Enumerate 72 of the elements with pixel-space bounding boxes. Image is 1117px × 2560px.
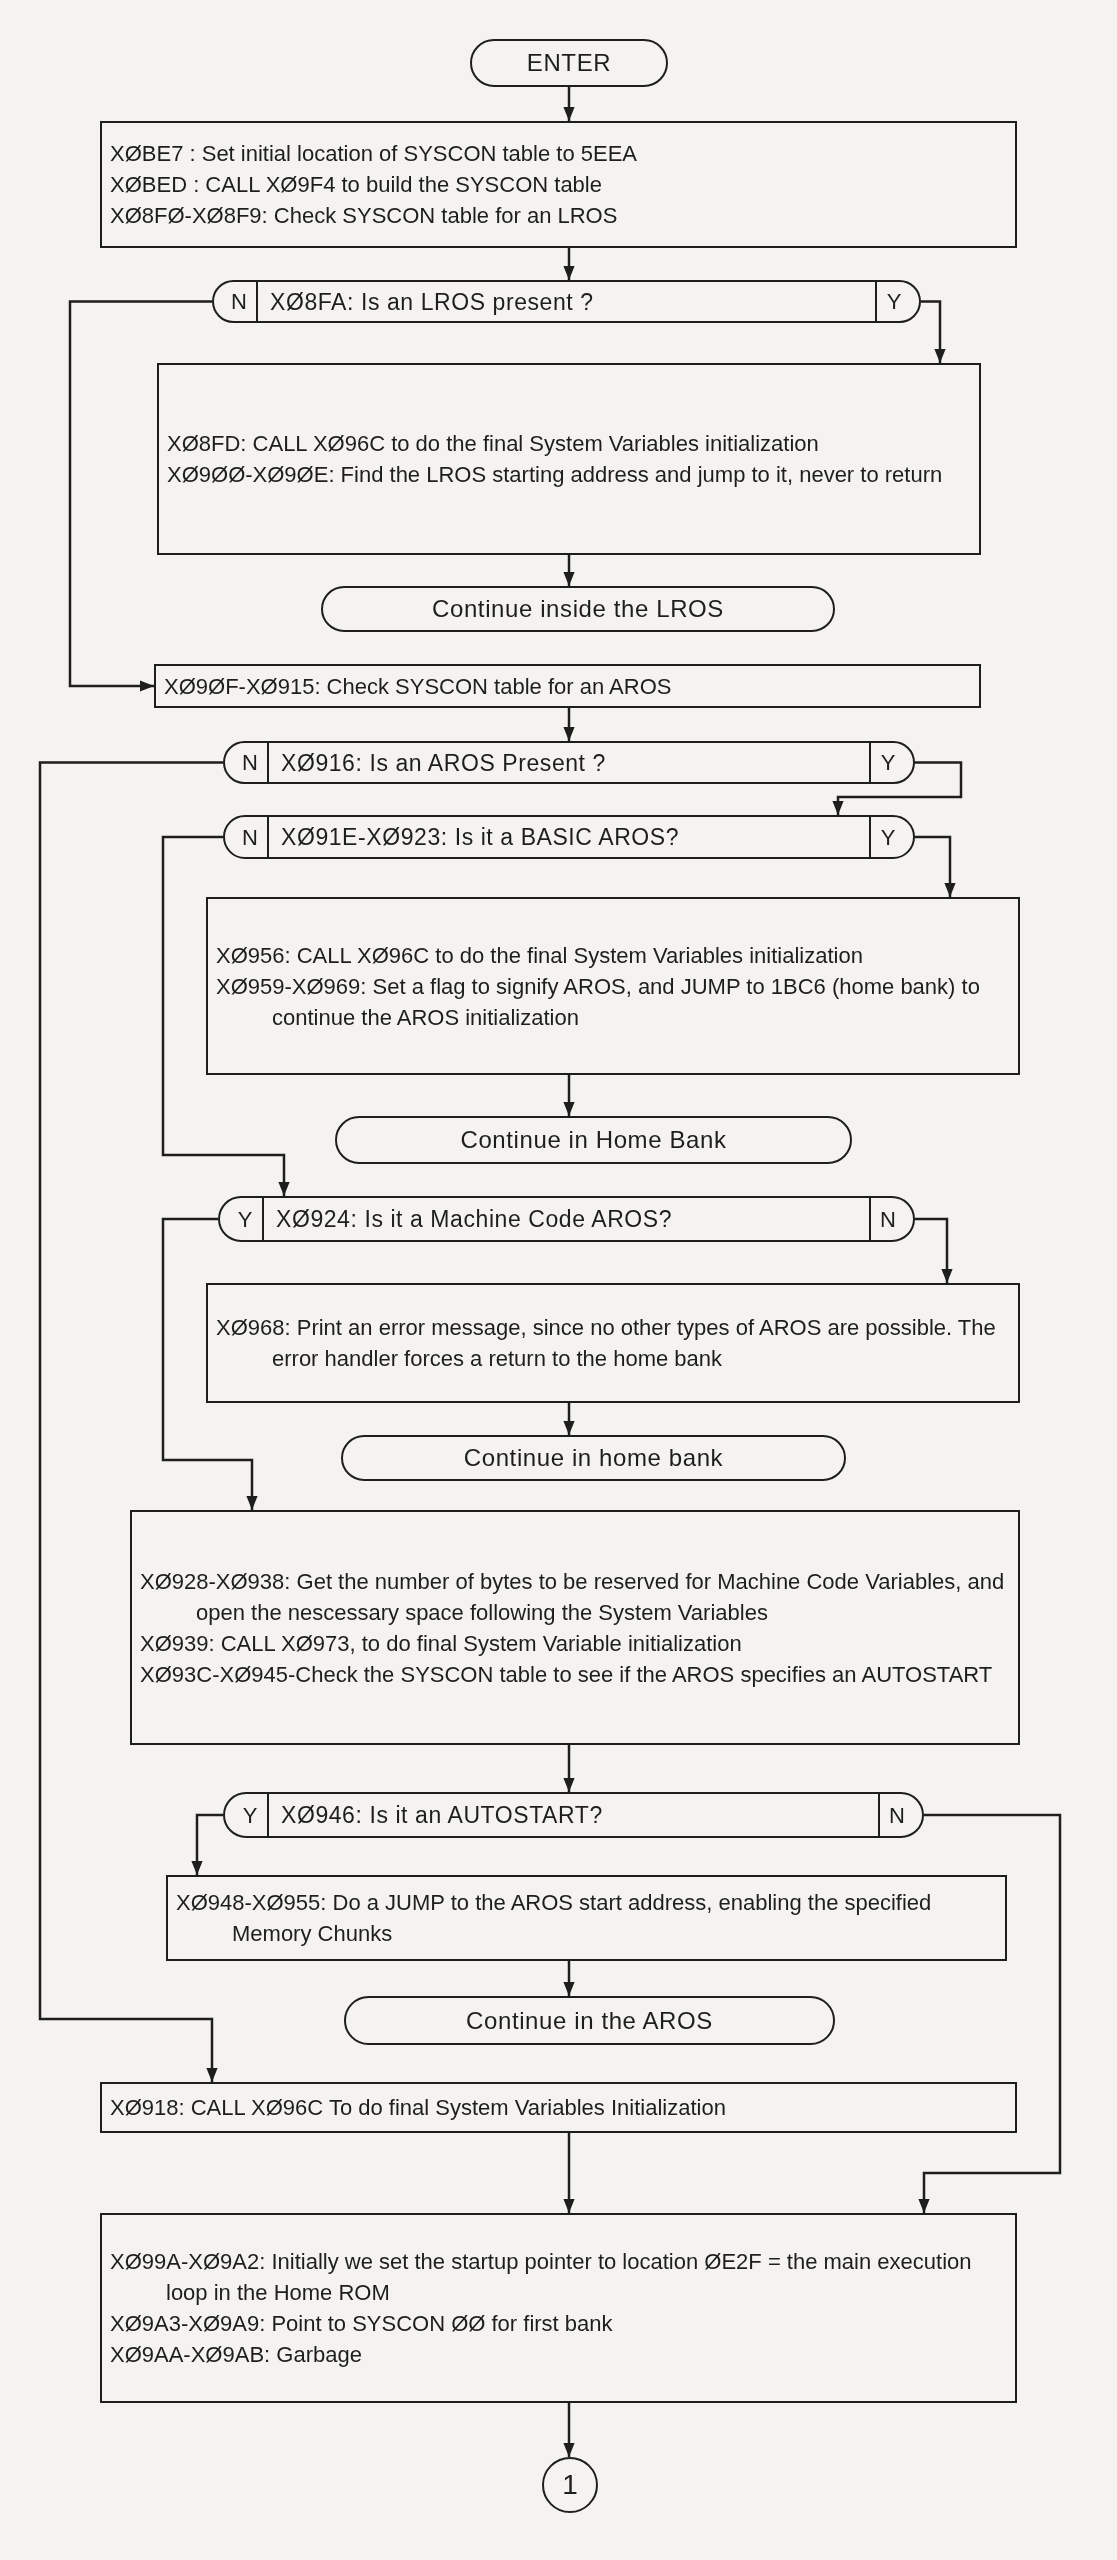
step-text: XØBED : CALL XØ9F4 to build the SYSCON table [110, 171, 603, 199]
process-box [166, 1875, 1007, 1961]
step-text: XØ93C-XØ945-Check the SYSCON table to see if the AROS specifies an AUTOSTART [140, 1660, 994, 1689]
flow-arrow [915, 1217, 953, 1283]
flow-arrow [563, 248, 575, 280]
terminal-label: ENTER [526, 48, 612, 78]
step-text: XØ968: Print an error message, since no other types of AROS are possible. The error handler forces a return to the home bank [216, 1314, 997, 1373]
branch-label: Y [225, 1794, 269, 1836]
flow-arrow [563, 1403, 575, 1435]
process-box [130, 1510, 1020, 1745]
step-text: XØ9ØØ-XØ9ØE: Find the LROS starting address and jump to it, never to return [167, 461, 944, 489]
branch-label: N [225, 817, 269, 857]
process-box [157, 363, 981, 555]
decision-question: XØ924: Is it a Machine Code AROS? [276, 1205, 673, 1234]
decision-box [223, 741, 915, 784]
flow-arrow [918, 1813, 1062, 2213]
connector-number: 1 [562, 2469, 578, 2501]
branch-label: Y [869, 817, 913, 857]
decision-box [223, 1792, 924, 1838]
step-text: XØ9ØF-XØ915: Check SYSCON table for an AROS [164, 672, 673, 701]
branch-label: Y [869, 743, 913, 782]
flow-arrow [191, 1813, 223, 1875]
terminal-label: Continue inside the LROS [432, 594, 724, 624]
terminal-label: Continue in home bank [463, 1443, 724, 1473]
process-box [154, 664, 981, 708]
flow-arrow [68, 300, 212, 692]
step-text: XØ8FØ-XØ8F9: Check SYSCON table for an LROS [110, 202, 619, 230]
step-text: XØ959-XØ969: Set a flag to signify AROS, and JUMP to 1BC6 (home bank) to continue the AROS initialization [216, 972, 981, 1032]
process-box [206, 897, 1020, 1075]
flow-arrow [563, 2403, 575, 2457]
step-text: XØ928-XØ938: Get the number of bytes to be reserved for Machine Code Variables, and open the nescessary space following the System Variables [140, 1567, 1006, 1627]
decision-box [218, 1196, 915, 1242]
decision-box [223, 815, 915, 859]
step-text: XØ99A-XØ9A2: Initially we set the startup pointer to location ØE2F = the main execution loop in the Home ROM [110, 2248, 973, 2307]
branch-label: Y [220, 1198, 264, 1240]
branch-label: Y [875, 282, 919, 321]
flow-arrow [915, 835, 956, 897]
branch-label: N [225, 743, 269, 782]
branch-label: N [869, 1198, 913, 1240]
step-text: XØ939: CALL XØ973, to do final System Variable initialization [140, 1629, 743, 1658]
decision-box [212, 280, 921, 323]
step-text: XØ9A3-XØ9A9: Point to SYSCON ØØ for first bank [110, 2310, 614, 2338]
flow-arrow [38, 761, 223, 2082]
flow-arrow [161, 1217, 258, 1510]
flow-arrow [563, 555, 575, 586]
flow-arrow [563, 87, 575, 121]
decision-question: XØ91E-XØ923: Is it a BASIC AROS? [281, 823, 680, 852]
process-box [100, 121, 1017, 248]
flow-arrow [563, 2133, 575, 2213]
process-box [100, 2213, 1017, 2403]
process-box [100, 2082, 1017, 2133]
decision-question: XØ916: Is an AROS Present ? [281, 748, 606, 778]
flow-arrow [563, 1961, 575, 1996]
step-text: XØ8FD: CALL XØ96C to do the final System Variables initialization [167, 430, 820, 458]
terminal-label: Continue in Home Bank [460, 1125, 727, 1155]
branch-label: N [214, 282, 258, 321]
process-box [206, 1283, 1020, 1403]
flow-arrow [563, 1075, 575, 1116]
step-text: XØ956: CALL XØ96C to do the final System Variables initialization [216, 941, 864, 970]
branch-label: N [878, 1794, 922, 1836]
step-text: XØBE7 : Set initial location of SYSCON table to 5EEA [110, 140, 639, 168]
flow-arrow [563, 1745, 575, 1792]
step-text: XØ948-XØ955: Do a JUMP to the AROS start address, enabling the specified Memory Chunks [176, 1889, 933, 1948]
step-text: XØ918: CALL XØ96C To do final System Variables Initialization [110, 2094, 727, 2122]
flow-arrow [832, 761, 963, 815]
flow-arrow [161, 835, 290, 1196]
decision-question: XØ8FA: Is an LROS present ? [270, 287, 594, 317]
flow-arrow [921, 300, 946, 363]
decision-question: XØ946: Is it an AUTOSTART? [281, 1801, 603, 1830]
step-text: XØ9AA-XØ9AB: Garbage [110, 2341, 363, 2369]
flow-arrow [563, 708, 575, 741]
terminal-label: Continue in the AROS [466, 2005, 713, 2036]
